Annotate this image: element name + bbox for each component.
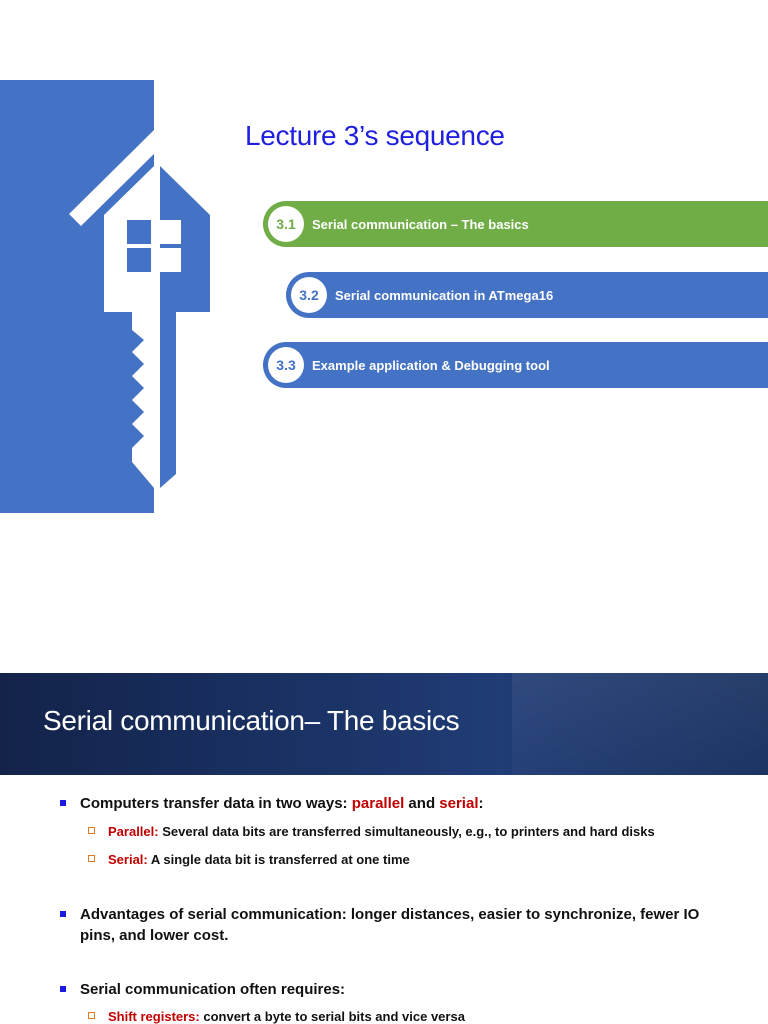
bullet-square-icon [60,800,66,806]
bullet-requirements: Serial communication often requires: [60,979,720,1000]
sequence-item-label: Example application & Debugging tool [312,357,550,373]
checkbox-bullet-icon [88,1012,95,1019]
bullet-square-icon [60,986,66,992]
sequence-item-3-1[interactable]: 3.1 Serial communication – The basics [263,201,768,247]
sub-keyword: Parallel: [108,824,159,839]
banner-accent [512,673,768,775]
sub-bullet-serial: Serial: A single data bit is transferred… [88,851,410,869]
bullet-text: Advantages of serial communication: long… [80,906,700,944]
bullet-transfer-ways: Computers transfer data in two ways: par… [60,793,740,814]
sequence-number-badge: 3.2 [291,277,327,313]
sub-bullet-parallel: Parallel: Several data bits are transfer… [88,823,655,841]
sub-bullet-shift-registers: Shift registers: convert a byte to seria… [88,1008,465,1024]
sub-text: convert a byte to serial bits and vice v… [199,1009,465,1024]
lecture-title: Lecture 3’s sequence [245,120,505,151]
keyword-parallel: parallel [351,795,405,812]
sequence-item-label: Serial communication in ATmega16 [335,287,554,303]
bullet-advantages: Advantages of serial communication: long… [60,904,720,946]
sub-text: Several data bits are transferred simult… [158,824,655,839]
bullet-text: Computers transfer data in two ways: [80,795,352,812]
slide-lecture-sequence: Lecture 3’s sequence 3.1 Serial communic… [0,80,768,513]
bullet-square-icon [60,911,66,917]
title-banner: Serial communication– The basics [0,673,768,775]
checkbox-bullet-icon [88,827,95,834]
bullet-text: Serial communication often requires: [80,981,346,998]
house-key-icon [69,130,239,488]
sequence-item-3-3[interactable]: 3.3 Example application & Debugging tool [263,342,768,388]
slide-serial-basics: Serial communication– The basics Compute… [0,673,768,1024]
sequence-item-label: Serial communication – The basics [312,216,529,232]
slide-title: Serial communication– The basics [43,705,460,736]
keyword-serial: serial [439,795,479,812]
sequence-item-3-2[interactable]: 3.2 Serial communication in ATmega16 [286,272,768,318]
sequence-number-badge: 3.3 [268,347,304,383]
sub-keyword: Shift registers: [108,1009,200,1024]
checkbox-bullet-icon [88,855,95,862]
sub-text: A single data bit is transferred at one … [147,852,410,867]
bullet-text: and [404,795,440,812]
sequence-number-badge: 3.1 [268,206,304,242]
sub-keyword: Serial: [108,852,148,867]
bullet-text: : [478,795,484,812]
